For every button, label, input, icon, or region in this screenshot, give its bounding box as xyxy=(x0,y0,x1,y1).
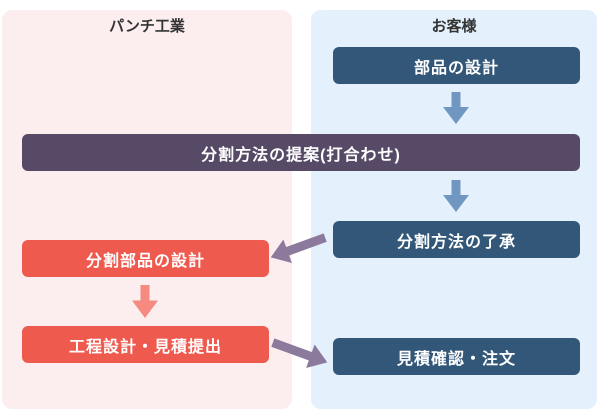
lane-punch-header: パンチ工業 xyxy=(109,18,185,35)
flow-node-process-design-quote: 工程設計・見積提出 xyxy=(22,326,269,363)
arrow-left-icon xyxy=(266,226,329,269)
arrow-down-icon xyxy=(132,285,158,318)
lane-customer-header: お客様 xyxy=(431,18,477,35)
flow-node-quote-confirm-order: 見積確認・注文 xyxy=(333,338,580,375)
flow-node-parts-design: 部品の設計 xyxy=(333,47,580,84)
arrow-down-icon xyxy=(443,92,469,124)
flow-node-split-proposal: 分割方法の提案(打合わせ) xyxy=(22,134,580,171)
arrow-down-icon xyxy=(443,180,469,212)
arrow-right-icon xyxy=(268,331,331,374)
flow-node-split-approval: 分割方法の了承 xyxy=(333,221,580,258)
flow-node-split-parts-design: 分割部品の設計 xyxy=(22,240,269,277)
